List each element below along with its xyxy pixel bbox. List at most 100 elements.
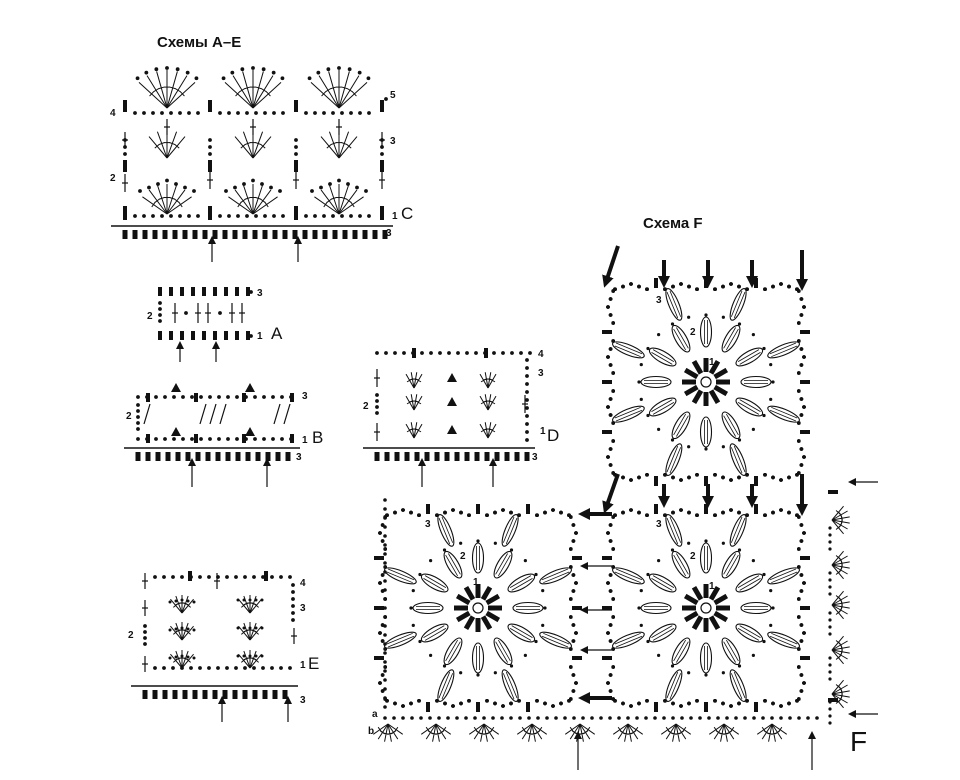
- chain-stitch: [608, 539, 613, 543]
- chain-stitch: [518, 716, 522, 720]
- d-row-2: 2: [363, 401, 369, 412]
- fan-bar: [350, 201, 355, 208]
- center-stitch: [485, 610, 501, 623]
- foundation-stitch: [382, 230, 388, 239]
- chain-stitch: [181, 437, 185, 441]
- triangle-mark: [447, 373, 457, 382]
- chain-stitch: [687, 445, 691, 449]
- petal: [384, 567, 417, 585]
- shell-stitch: [166, 81, 196, 109]
- shell-stitch: [708, 723, 725, 735]
- shell-stitch: [181, 622, 189, 641]
- chain-stitch: [815, 716, 819, 720]
- chain-stitch: [270, 575, 274, 579]
- petal-line: [669, 447, 682, 474]
- chain-stitch: [574, 631, 578, 635]
- post: [242, 393, 246, 402]
- b-letter: B: [312, 428, 324, 447]
- fan-bar: [261, 88, 267, 93]
- shell-stitch: [484, 422, 489, 439]
- chain-stitch: [645, 513, 649, 517]
- center-stitch: [691, 615, 704, 631]
- shell-stitch: [487, 423, 497, 439]
- shell-stitch: [483, 723, 495, 740]
- chain-stitch: [799, 413, 804, 417]
- chain-stitch: [375, 411, 379, 415]
- magic-ring: [700, 376, 712, 388]
- shell-stitch: [831, 646, 850, 651]
- shell-stitch: [314, 196, 340, 215]
- chain-stitch: [611, 547, 615, 551]
- chain-stitch: [559, 701, 563, 706]
- shell-stitch: [612, 723, 629, 735]
- chain-stitch: [171, 666, 175, 670]
- chain-stitch: [279, 666, 283, 670]
- chain-stitch: [349, 214, 353, 218]
- chain-stitch: [828, 611, 832, 615]
- fan-bar: [175, 88, 181, 93]
- shell-stitch: [328, 131, 340, 159]
- center-stitch: [463, 585, 476, 601]
- chain-stitch: [418, 572, 422, 577]
- petal-line: [424, 628, 447, 641]
- petal-outline: [420, 623, 449, 643]
- c-row-5: 5: [390, 90, 396, 101]
- petal-outline: [729, 288, 747, 321]
- chain-stitch: [437, 716, 441, 720]
- chain-stitch: [168, 656, 172, 660]
- chain-stitch: [737, 284, 741, 289]
- chain-stitch: [291, 583, 295, 587]
- shell-stitch: [328, 71, 340, 109]
- chain-stitch: [729, 704, 733, 708]
- shell-stitch: [156, 131, 168, 159]
- foundation-stitch: [262, 690, 268, 699]
- chain-stitch: [752, 716, 756, 720]
- foundation-stitch: [145, 452, 151, 461]
- shell-stitch: [771, 723, 788, 735]
- chain-stitch: [260, 182, 264, 186]
- chain-stitch: [704, 447, 708, 451]
- petal-outline: [501, 514, 519, 547]
- chain-stitch: [828, 585, 832, 589]
- chain-stitch: [534, 639, 538, 644]
- post: [169, 287, 173, 296]
- petal-outline: [507, 573, 536, 593]
- shell-stitch: [228, 196, 254, 215]
- direction-arrow: [602, 245, 620, 288]
- f-left-row-2: 2: [460, 551, 466, 562]
- fan-bar: [835, 610, 841, 615]
- chain-stitch: [262, 437, 266, 441]
- chain-stitch: [799, 313, 804, 317]
- foundation-stitch: [272, 690, 278, 699]
- post: [654, 278, 658, 288]
- chain-stitch: [523, 559, 527, 563]
- chart-f: [372, 245, 878, 770]
- chain-stitch: [828, 578, 832, 582]
- shell-stitch: [723, 723, 728, 742]
- chain-stitch: [418, 639, 422, 644]
- post: [374, 606, 384, 610]
- center-stitch: [480, 615, 493, 631]
- chain-stitch: [608, 689, 613, 693]
- chain-stitch: [828, 632, 832, 636]
- chain-stitch: [493, 541, 497, 545]
- chain-stitch: [621, 284, 625, 289]
- post: [374, 556, 384, 560]
- chain-stitch: [535, 699, 539, 703]
- chain-stitch: [254, 214, 258, 218]
- chain-stitch: [670, 548, 675, 552]
- chain-stitch: [178, 111, 182, 115]
- chain-stitch: [721, 475, 725, 480]
- fan-bar: [174, 198, 180, 203]
- petal-line: [541, 635, 569, 648]
- chain-stitch: [280, 76, 285, 81]
- petal-line: [730, 673, 743, 700]
- center-stitch: [708, 389, 721, 405]
- shell-stitch: [531, 723, 536, 742]
- chain-stitch: [180, 626, 184, 630]
- post: [426, 504, 430, 514]
- foundation-stitch: [155, 452, 161, 461]
- chain-stitch: [443, 701, 447, 706]
- chain-stitch: [799, 539, 804, 543]
- foundation-stitch: [182, 230, 188, 239]
